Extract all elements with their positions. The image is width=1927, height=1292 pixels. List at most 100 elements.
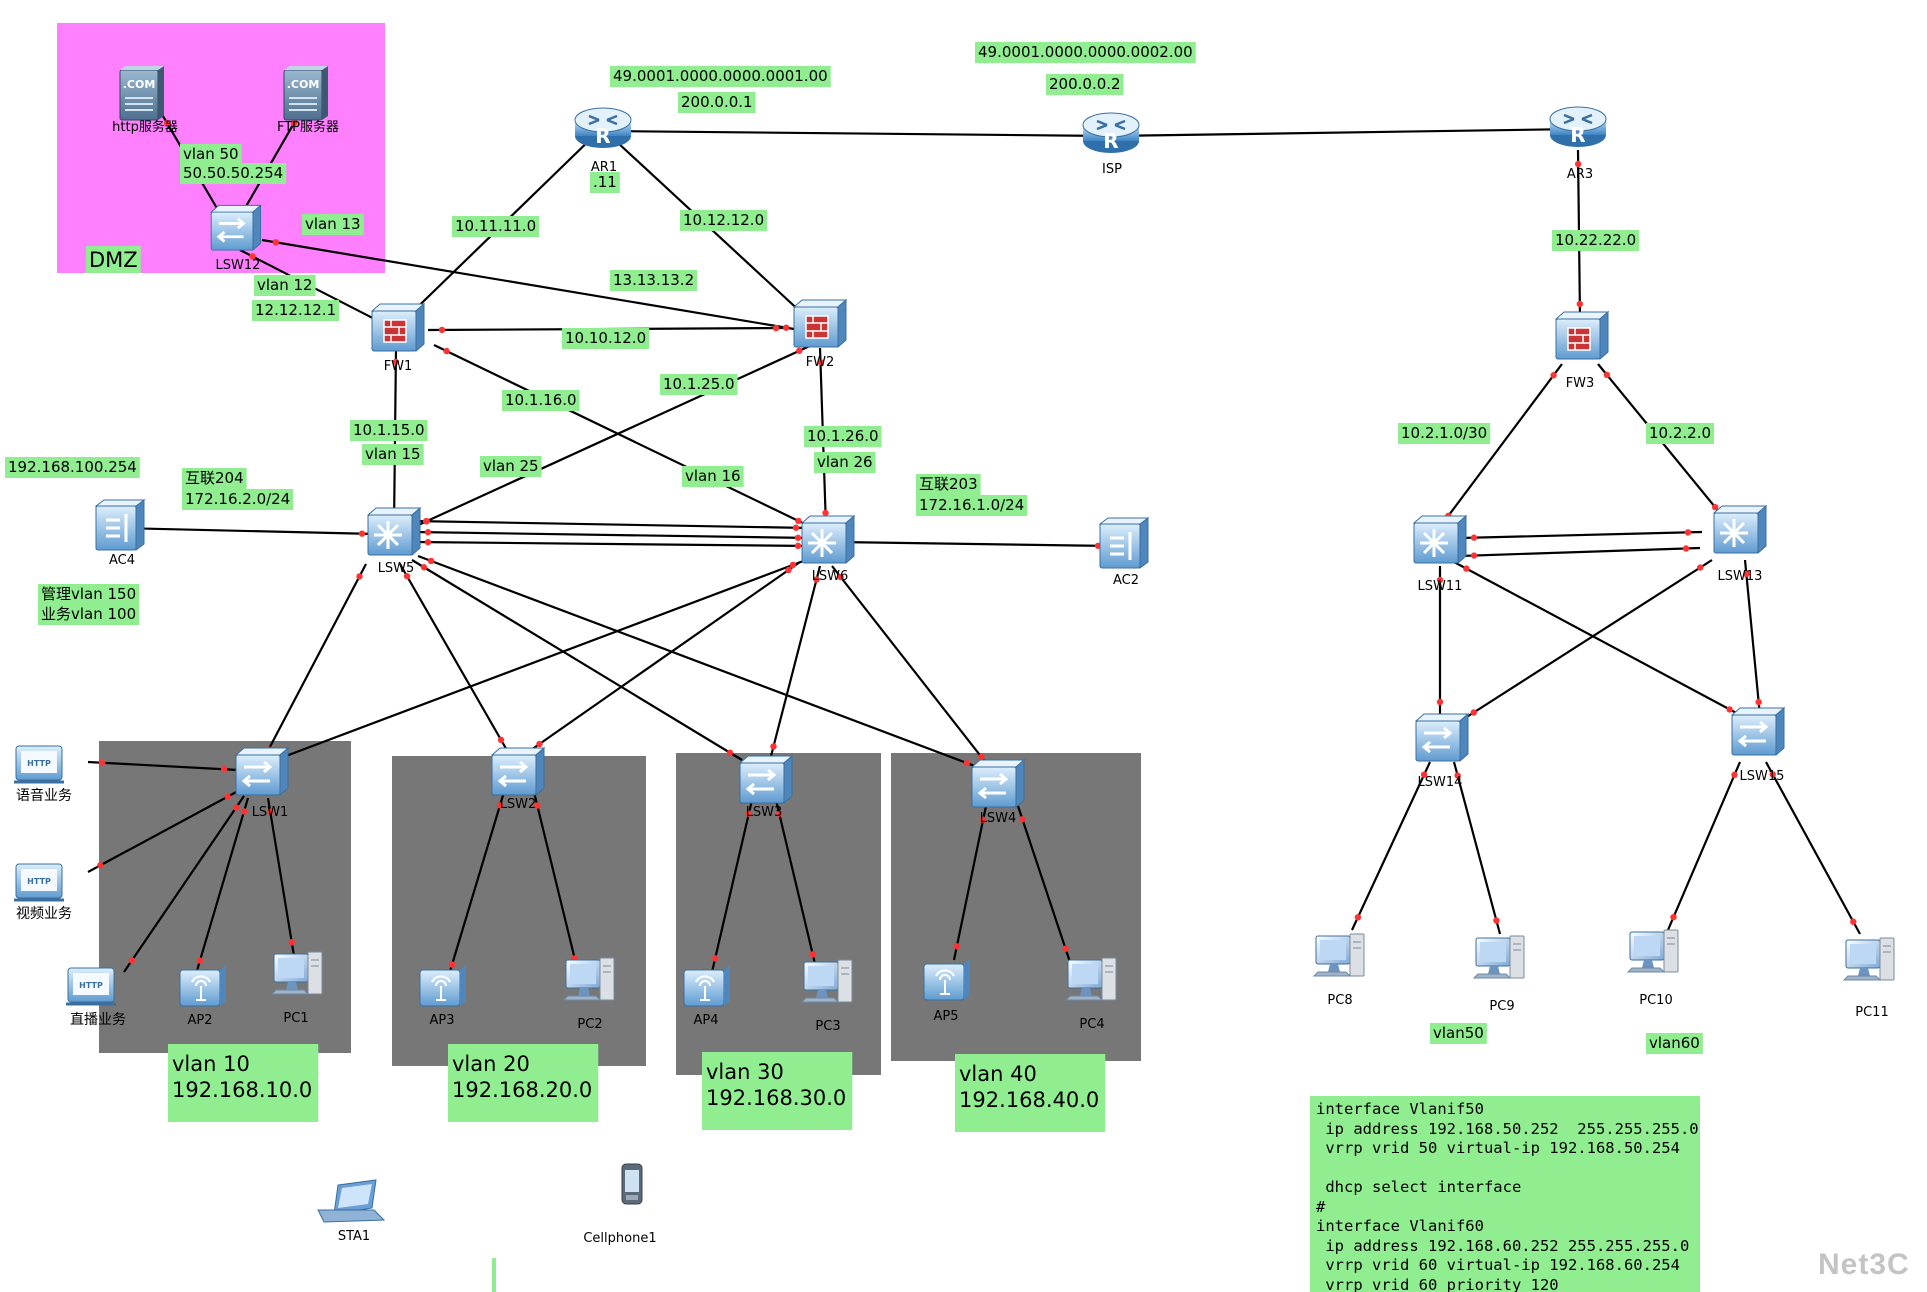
device-isp[interactable]: ISP	[1081, 111, 1141, 177]
device-ar3[interactable]: AR3	[1548, 105, 1608, 182]
device-label: PC4	[1079, 1017, 1104, 1032]
link-endpoint-dot	[796, 347, 803, 355]
device-voice-service[interactable]: 语音业务	[12, 744, 72, 804]
network-tag: 49.0001.0000.0000.0001.00	[610, 66, 831, 87]
link-endpoint-dot	[290, 119, 298, 127]
vlan30-zone-tag-bg	[702, 1052, 853, 1130]
network-tag-text: vlan 26	[817, 453, 873, 471]
device-video-service[interactable]: 视频业务	[12, 862, 72, 922]
link-ap3-lsw2	[446, 791, 506, 979]
device-lsw14[interactable]: LSW14	[1414, 712, 1470, 790]
device-label: PC2	[577, 1017, 602, 1032]
device-label: PC8	[1327, 993, 1352, 1008]
vlan30-zone-tag-line: vlan 30	[706, 1060, 784, 1084]
network-tag-text: 200.0.0.2	[1049, 75, 1121, 93]
access-controller-icon	[94, 498, 146, 552]
network-tag-text: 12.12.12.1	[255, 301, 336, 319]
link-pc4-lsw4	[1016, 805, 1072, 963]
network-tag-text: 50.50.50.254	[183, 164, 283, 182]
network-tag-bg	[1646, 1033, 1703, 1054]
link-endpoint-dot	[443, 347, 450, 355]
access-point-icon	[683, 964, 731, 1007]
network-tag-text: 13.13.13.2	[613, 271, 694, 289]
device-fw3[interactable]: FW3	[1555, 311, 1609, 391]
device-sta1[interactable]: STA1	[317, 1179, 386, 1244]
switch-icon	[209, 203, 263, 252]
link-lsw11-lsw13-a	[1459, 530, 1703, 540]
link-lsw11-lsw15	[1453, 561, 1743, 717]
device-ap3[interactable]: AP3	[419, 964, 467, 1028]
device-label: PC10	[1639, 993, 1672, 1008]
link-endpoint-dot	[196, 957, 204, 964]
device-label: PC11	[1855, 1005, 1888, 1020]
link-endpoint-dot	[98, 759, 106, 766]
device-lsw6[interactable]: LSW6	[800, 514, 856, 584]
link-endpoint-dot	[1731, 771, 1738, 779]
device-ap5[interactable]: AP5	[923, 958, 971, 1024]
device-pc8[interactable]: PC8	[1313, 933, 1365, 1008]
link-endpoint-dot	[288, 938, 295, 946]
device-pc1[interactable]: PC1	[271, 951, 323, 1026]
device-lsw4[interactable]: LSW4	[970, 758, 1026, 826]
link-lsw12-fw2	[261, 238, 801, 332]
device-pc3[interactable]: PC3	[801, 959, 853, 1034]
network-tag-text: 10.10.12.0	[565, 329, 646, 347]
device-label: LSW5	[378, 561, 415, 576]
pc-icon	[1627, 929, 1679, 973]
link-endpoint-dot	[794, 534, 802, 541]
device-live-service[interactable]: 直播业务	[64, 966, 126, 1028]
link-pc2-lsw2	[532, 791, 580, 973]
device-lsw11[interactable]: LSW11	[1412, 514, 1468, 594]
link-lsw13-lsw15	[1743, 559, 1762, 717]
device-pc4[interactable]: PC4	[1065, 957, 1117, 1032]
network-tag-bg	[86, 246, 141, 273]
device-ftp-server[interactable]: FTP服务器	[277, 65, 339, 135]
network-tag: vlan50	[1430, 1023, 1487, 1044]
link-lsw5-lsw3	[411, 559, 743, 761]
link-endpoint-dot	[726, 749, 734, 756]
network-tag-bg	[590, 172, 620, 193]
device-fw2[interactable]: FW2	[793, 299, 847, 370]
network-tag-text: 10.1.26.0	[807, 427, 879, 445]
device-label: AR3	[1567, 167, 1593, 182]
device-http-server[interactable]: http服务器	[112, 65, 178, 135]
device-pc9[interactable]: PC9	[1473, 935, 1525, 1014]
pc-icon	[1473, 935, 1525, 979]
device-pc11[interactable]: PC11	[1843, 937, 1895, 1020]
vlan20-zone-tag-line: vlan 20	[452, 1052, 530, 1076]
device-ac4[interactable]: AC4	[94, 498, 146, 568]
device-ap2[interactable]: AP2	[179, 964, 227, 1028]
network-tag-bg	[180, 163, 287, 184]
device-lsw3[interactable]: LSW3	[738, 754, 794, 820]
device-lsw5[interactable]: LSW5	[366, 506, 422, 576]
link-endpoint-dot	[963, 759, 971, 767]
device-ac2[interactable]: AC2	[1098, 516, 1150, 588]
device-fw1[interactable]: FW1	[371, 303, 425, 374]
link-endpoint-dot	[794, 542, 802, 550]
device-lsw13[interactable]: LSW13	[1712, 504, 1768, 584]
device-label: FW3	[1566, 376, 1595, 391]
device-label: AP2	[187, 1013, 212, 1028]
link-endpoint-dot	[822, 509, 829, 517]
device-ap4[interactable]: AP4	[683, 964, 731, 1028]
link-endpoint-dot	[1697, 564, 1704, 571]
network-tag-text: 49.0001.0000.0000.0002.00	[978, 43, 1193, 61]
link-live-lsw1	[123, 795, 245, 973]
device-lsw12[interactable]: LSW12	[209, 203, 263, 273]
device-cellphone1[interactable]: Cellphone1	[583, 1163, 657, 1246]
device-pc2[interactable]: PC2	[563, 957, 615, 1032]
vrrp-config-box: interface Vlanif50 ip address 192.168.50…	[1310, 1096, 1700, 1292]
device-ar1[interactable]: AR1	[573, 106, 633, 175]
firewall-icon	[793, 299, 847, 348]
device-label: 视频业务	[16, 906, 72, 922]
device-lsw15[interactable]: LSW15	[1730, 706, 1786, 784]
device-pc10[interactable]: PC10	[1627, 929, 1679, 1008]
link-video-lsw1	[87, 789, 241, 873]
device-lsw1[interactable]: LSW1	[234, 746, 290, 820]
link-endpoint-dot	[1470, 534, 1478, 541]
device-lsw2[interactable]: LSW2	[490, 746, 546, 812]
network-tag: 业务vlan 100	[38, 604, 140, 625]
watermark: Net3C	[1818, 1248, 1910, 1281]
